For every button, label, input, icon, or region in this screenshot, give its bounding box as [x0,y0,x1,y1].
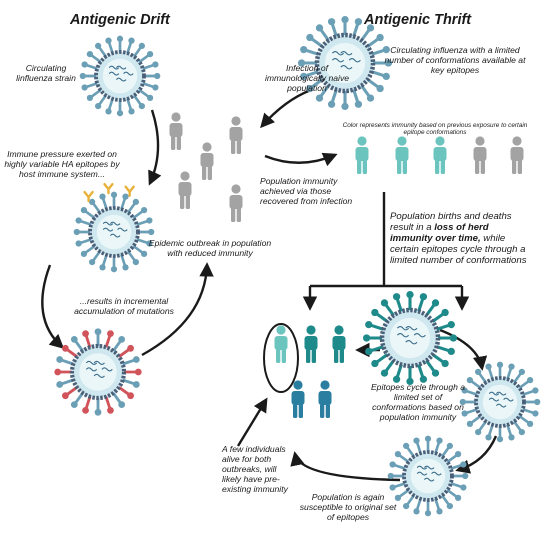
arrow-drift-2 [41,264,65,349]
person-thrift-row-1 [355,136,369,174]
births-text-2: while certain epitopes cycle through a l… [390,233,527,266]
label-color-note: Color represents immunity based on previ… [342,122,528,137]
births-text-1: Population births and deaths result in a [390,211,512,233]
person-group-4 [291,380,305,418]
label-susceptible-again: Population is again susceptible to origi… [299,492,397,522]
virus-drift-mutated [54,328,142,416]
label-population-immunity: Population immunity achieved via those r… [260,176,353,206]
virus-drift-pressured [73,182,155,273]
person-group-2 [304,325,318,363]
person-thrift-row-2 [395,136,409,174]
population-figures [169,112,524,418]
virus-particles [54,15,541,517]
arrow-cycle-3 [290,451,401,482]
arrow-thrift-recovered [264,152,338,167]
person-group-3 [332,325,346,363]
arrow-thrift-infection [260,88,312,129]
label-incremental-mutations: ...results in incremental accumulation o… [74,296,174,316]
title-antigenic-drift: Antigenic Drift [70,12,170,28]
arrow-cycle-2 [455,435,498,474]
arrow-few-individuals [236,397,268,447]
title-antigenic-thrift: Antigenic Thrift [364,12,472,28]
arrow-drift-3 [141,262,214,357]
label-epidemic-outbreak: Epidemic outbreak in population with red… [148,238,272,258]
virus-thrift-cycle-2 [459,361,541,443]
virus-thrift-circulating [297,15,393,111]
virus-thrift-cycle-3 [387,435,469,517]
person-group-5 [318,380,332,418]
arrow-cycle-1 [439,328,488,371]
person-thrift-row-3 [433,136,447,174]
label-infection-naive: Infection of immunologically naive popul… [264,63,350,93]
virus-drift-circulating [79,35,161,117]
person-thrift-row-5 [510,136,524,174]
highlight-ellipse [263,323,299,393]
person-drift-4 [178,171,192,209]
person-group-1 [274,325,288,363]
label-epitopes-cycle: Epitopes cycle through a limited set of … [370,382,466,422]
label-few-individuals: A few individuals alive for both outbrea… [222,444,288,494]
label-immune-pressure: Immune pressure exerted on highly variab… [4,149,120,179]
person-drift-3 [200,142,214,180]
label-circulating-strain: Circulating linfluenza strain [16,63,76,83]
arrow-drift-1 [148,109,162,186]
births-text-bold: loss of herd immunity over time, [390,222,489,244]
label-thrift-circulating: Circulating influenza with a limited num… [384,45,526,75]
label-births-deaths: Population births and deaths result in a… [390,211,530,266]
person-drift-1 [169,112,183,150]
person-thrift-row-4 [473,136,487,174]
person-drift-5 [229,184,243,222]
person-drift-2 [229,116,243,154]
virus-thrift-cycle-1 [362,290,458,386]
